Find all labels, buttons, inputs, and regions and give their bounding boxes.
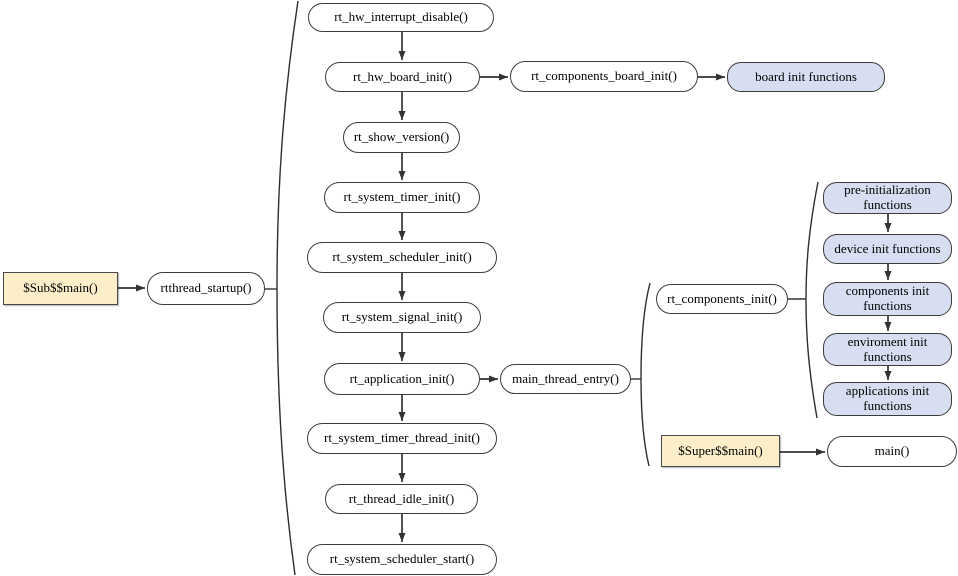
node-rtthread-startup: rtthread_startup() [147, 272, 265, 305]
node-super-main: $Super$$main() [661, 435, 780, 467]
node-enviroment-init-functions: enviroment init functions [823, 333, 952, 366]
brace-main-thread-group [640, 282, 651, 467]
node-board-init-functions: board init functions [727, 62, 885, 92]
node-rt-system-signal-init: rt_system_signal_init() [323, 302, 481, 333]
node-rt-components-init: rt_components_init() [656, 284, 788, 314]
node-rt-thread-idle-init: rt_thread_idle_init() [325, 484, 478, 514]
node-rt-hw-board-init: rt_hw_board_init() [325, 62, 480, 92]
node-rt-show-version: rt_show_version() [343, 122, 460, 153]
node-sub-main: $Sub$$main() [3, 272, 118, 305]
node-applications-init-functions: applications init functions [823, 382, 952, 416]
node-rt-system-scheduler-init: rt_system_scheduler_init() [307, 242, 497, 273]
node-main-thread-entry: main_thread_entry() [500, 364, 631, 394]
node-main: main() [827, 436, 957, 467]
node-rt-application-init: rt_application_init() [324, 363, 480, 395]
node-components-init-functions: components init functions [823, 282, 952, 316]
node-pre-initialization-functions: pre-initialization functions [823, 182, 952, 214]
node-device-init-functions: device init functions [823, 234, 952, 264]
node-rt-hw-interrupt-disable: rt_hw_interrupt_disable() [308, 3, 494, 32]
node-rt-system-timer-thread-init: rt_system_timer_thread_init() [307, 423, 497, 454]
node-rt-system-timer-init: rt_system_timer_init() [324, 182, 480, 213]
node-rt-system-scheduler-start: rt_system_scheduler_start() [307, 544, 497, 575]
brace-components-init-group [805, 181, 819, 419]
brace-startup-group [276, 0, 299, 576]
node-rt-components-board-init: rt_components_board_init() [510, 61, 698, 92]
